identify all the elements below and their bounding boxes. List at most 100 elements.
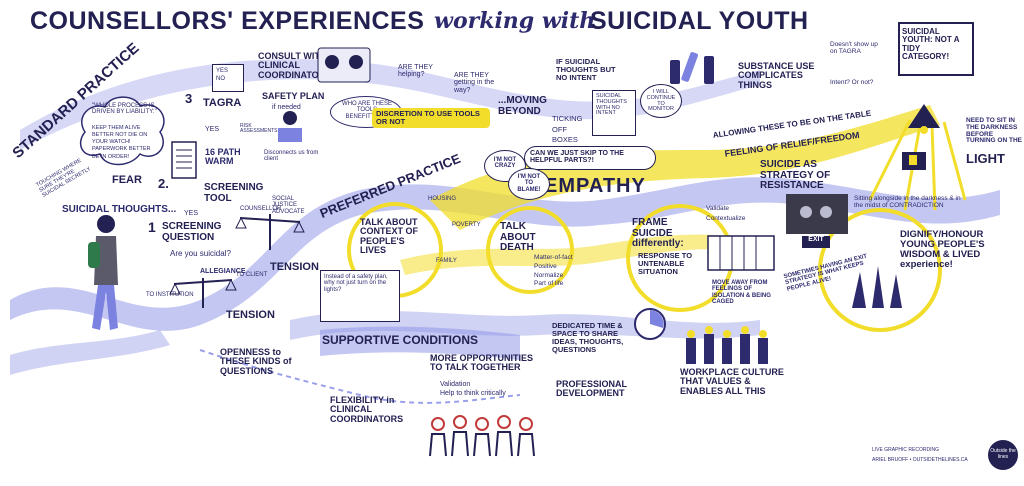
context-label: TALK ABOUT CONTEXT OF PEOPLE'S LIVES [360, 217, 418, 256]
to-institution-label: TO INSTITUTION [146, 292, 194, 298]
if-needed-label: if needed [272, 104, 301, 111]
discretion-label: DISCRETION TO USE TOOLS OR NOT [376, 109, 480, 126]
death-item: Normalize [534, 271, 564, 279]
boxes-item: BOXES [552, 135, 578, 144]
yellow-ring-dignify [818, 208, 942, 332]
death-label: TALK ABOUT DEATH [500, 221, 536, 253]
risk-assessments-label: RISK ASSESSMENTS [240, 123, 278, 135]
exit-sign: EXIT [802, 236, 830, 248]
intent-label: IF SUICIDAL THOUGHTS BUT NO INTENT [556, 57, 616, 82]
yellow-swoosh [430, 105, 940, 230]
yes-no-box: YES NO [212, 64, 244, 92]
step2-label: SCREENING TOOL [204, 182, 264, 204]
light-switch-icon [902, 152, 926, 170]
group-people-icon [429, 415, 535, 457]
tension-label-2: TENSION [270, 261, 319, 273]
consult-label: CONSULT WITH CLINICAL COORDINATOR [258, 51, 327, 80]
poverty-label: POVERTY [452, 222, 481, 228]
strategy-label: SUICIDE AS STRATEGY OF RESISTANCE [760, 159, 831, 191]
instead-note [320, 270, 400, 322]
credit-line1: LIVE GRAPHIC RECORDING [872, 447, 939, 453]
openness-label: OPENNESS to THESE KINDS of QUESTIONS [220, 347, 292, 376]
title-part3: SUICIDAL YOUTH [590, 7, 809, 35]
death-list: Matter-of-fact Positive Normalize Part o… [534, 254, 573, 289]
housing-label: HOUSING [428, 196, 457, 202]
darkness-text: NEED TO SIT IN THE DARKNESS BEFORE TURNI… [966, 117, 1022, 145]
moving-beyond-label: ...MOVING BEYOND [498, 95, 547, 117]
suicidal-thoughts-label: SUICIDAL THOUGHTS... [62, 204, 177, 215]
scale-institution-icon [169, 278, 237, 308]
credit-line2: ARIEL BRUOFF • OUTSIDETHELINES.CA [872, 457, 968, 463]
coordinators-consult-icon [317, 47, 371, 83]
death-item: Part of life [534, 280, 564, 288]
sitting-darkness-illustration [786, 194, 848, 234]
discretion-highlight [372, 108, 490, 128]
dashed-path [199, 349, 521, 404]
off-item: OFF [552, 124, 567, 134]
counsellor-label: COUNSELLOR [240, 206, 282, 212]
to-client-label: TO CLIENT [236, 272, 268, 278]
yes-label: YES [205, 126, 220, 133]
instead-text: Instead of a safety plan, why not just t… [324, 274, 388, 293]
step3-label: TAGRA [203, 97, 242, 109]
fear-label: FEAR [112, 174, 142, 186]
substance-doesnt: Doesn't show up on TAGRA [830, 41, 878, 55]
scale-advocate-icon [235, 214, 305, 250]
ticking-item: TICKING [552, 114, 583, 123]
blue-swoosh-upper [20, 59, 760, 150]
supportive-banner-shape [320, 326, 520, 360]
title-part2: working with [434, 8, 596, 34]
liability-item: BETTER NOT DIE ON YOUR WATCH! [92, 132, 148, 146]
step2-number: 2. [158, 176, 169, 191]
validation-item: Validation [440, 381, 471, 388]
social-justice-label: SOCIAL JUSTICE ADVOCATE [272, 196, 305, 215]
title-part1: COUNSELLORS' EXPERIENCES [30, 7, 425, 35]
disconnects-label: Disconnects us from client [264, 150, 319, 163]
skip-text: CAN WE JUST SKIP TO THE HELPFUL PARTS?! [530, 150, 624, 165]
yellow-ring-death [486, 206, 574, 294]
yes-no-no: NO [216, 76, 225, 82]
dedicated-label: DEDICATED TIME & SPACE TO SHARE IDEAS, T… [552, 321, 624, 354]
workplace-label: WORKPLACE CULTURE THAT VALUES & ENABLES … [680, 367, 784, 396]
cage-illustration [707, 235, 775, 271]
ticking-list: TICKING OFF BOXES [552, 114, 582, 146]
light-word: LIGHT [966, 151, 1005, 166]
yes-no-yes: YES [216, 68, 229, 74]
not-tidy-text: SUICIDAL YOUTH: NOT A TIDY CATEGORY! [902, 27, 960, 62]
liability-item: KEEP THEM ALIVE [92, 125, 141, 131]
move-away-label: MOVE AWAY FROM FEELINGS OF ISOLATION & B… [712, 280, 771, 305]
tension-label-1: TENSION [226, 309, 275, 321]
step1-question: Are you suicidal? [170, 249, 231, 258]
substance-label: SUBSTANCE USE COMPLICATES THINGS [738, 61, 815, 90]
professional-label: PROFESSIONAL DEVELOPMENT [556, 379, 627, 399]
not-blame-bubble [508, 168, 550, 200]
validate-label: Validate [706, 205, 730, 212]
not-tidy-box [898, 22, 974, 76]
sitting-alongside-text: Sitting alongside in the darkness & in t… [854, 195, 961, 209]
supportive-label: SUPPORTIVE CONDITIONS [322, 333, 479, 347]
lamp-icon [908, 104, 940, 134]
screening-tool-paper-icon [171, 141, 197, 179]
skip-bubble [524, 146, 656, 170]
no-intent-note-text: SUICIDAL THOUGHTS WITH NO INTENT [596, 93, 627, 117]
walking-youth-figure [88, 215, 118, 330]
dignify-text: DIGNIFY/HONOUR YOUNG PEOPLE'S WISDOM & L… [900, 229, 985, 270]
more-opportunities-label: MORE OPPORTUNITIES TO TALK TOGETHER [430, 353, 534, 373]
substance-icons [670, 52, 714, 84]
safety-plan-label: SAFETY PLAN [262, 91, 325, 101]
not-blame-text: I'M NOT TO BLAME! [517, 174, 541, 193]
substance-intent: Intent? Or not? [830, 79, 874, 86]
family-label: FAMILY [436, 258, 457, 264]
response-label: RESPONSE TO UNTENABLE SITUATION [638, 251, 693, 276]
allegiance-label: ALLEGIANCE [200, 268, 246, 275]
no-intent-note [592, 90, 636, 136]
not-crazy-text: I'M NOT CRAZY [493, 157, 517, 170]
contextualize-label: Contextualize [706, 215, 746, 222]
death-item: Matter-of-fact [534, 254, 573, 261]
liability-text: "WHOLE PROCESS IS DRIVEN BY LIABILITY:" [92, 103, 157, 116]
frame-label: FRAME SUICIDE differently: [632, 217, 684, 249]
liability-cloud [79, 96, 165, 166]
step1-number: 1 [148, 219, 156, 235]
opportunities-list: Validation Help to think critically [440, 380, 506, 399]
empathy-label: EMPATHY [544, 175, 646, 197]
